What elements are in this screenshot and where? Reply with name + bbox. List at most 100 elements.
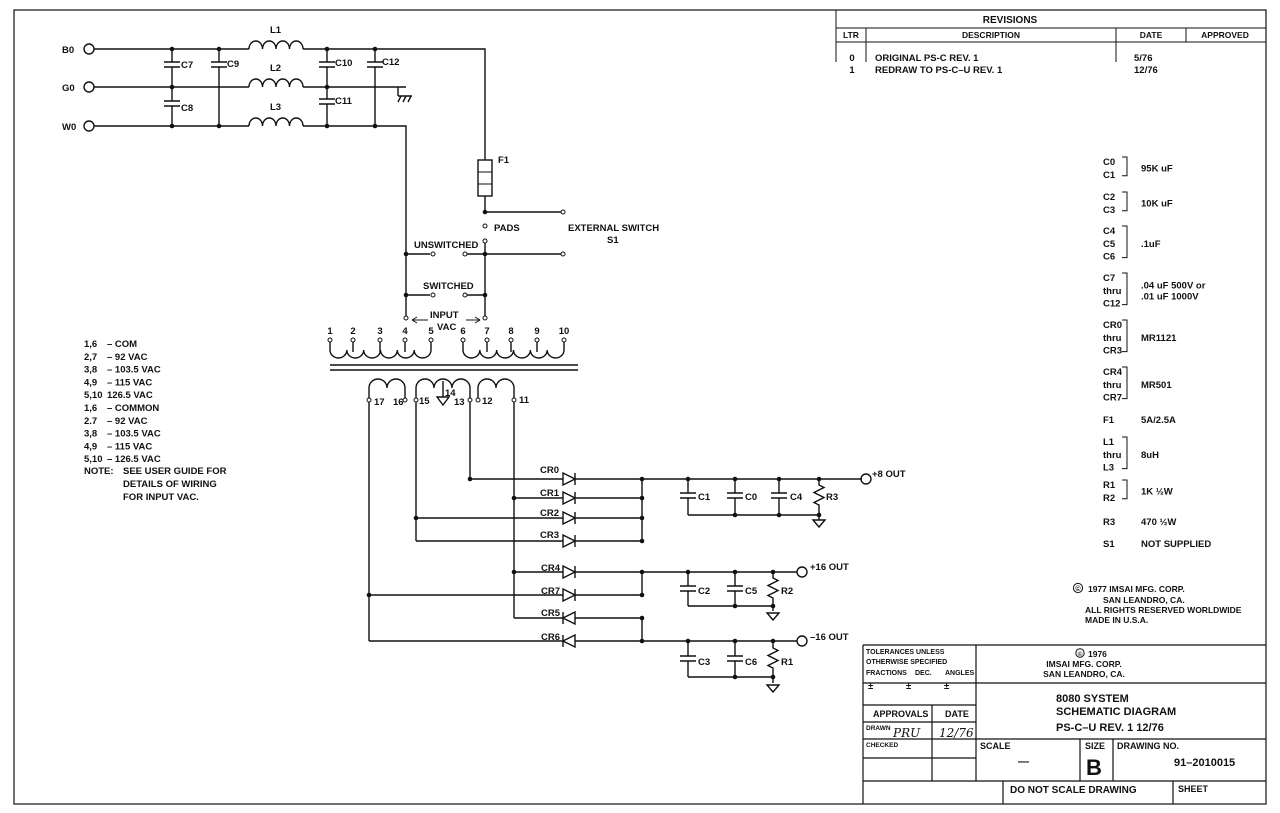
label-input: INPUT [430, 310, 459, 321]
revisions-table: REVISIONS LTR DESCRIPTION DATE APPROVED … [835, 10, 1266, 76]
wiring-note-pins: 4,9 [84, 377, 97, 388]
wiring-note-pins: 5,10 [84, 390, 103, 401]
angles-label: ANGLES [945, 670, 975, 677]
part-ref: C12 [1103, 299, 1120, 310]
wiring-note-value: – 92 VAC [107, 352, 148, 363]
diode-cr3 [562, 533, 577, 549]
wiring-notes: NOTE: SEE USER GUIDE FOR DETAILS OF WIRI… [84, 339, 227, 503]
drawing-border [13, 9, 1267, 805]
label-g0: G0 [62, 83, 75, 94]
label-l3: L3 [270, 102, 281, 113]
part-value: .04 uF 500V or [1141, 280, 1206, 291]
label-vac: VAC [437, 322, 456, 333]
label-cr1: CR1 [540, 488, 560, 499]
label-c5: C5 [745, 586, 758, 597]
wiring-note-line: FOR INPUT VAC. [123, 492, 199, 503]
wiring-note-value: – 126.5 VAC [107, 454, 161, 465]
label-pin-14: 14 [445, 388, 456, 399]
part-bracket [1122, 479, 1128, 500]
label-c8: C8 [181, 103, 193, 114]
scale-value: — [1018, 756, 1029, 768]
label-c6: C6 [745, 657, 757, 668]
copyright-line: ALL RIGHTS RESERVED WORLDWIDE [1085, 605, 1242, 615]
copyright-line: 1977 IMSAI MFG. CORP. [1088, 584, 1185, 594]
inductor-l3 [248, 117, 304, 127]
wiring-note-value: – COM [107, 339, 137, 350]
part-ref: thru [1103, 286, 1122, 297]
label-cr4: CR4 [541, 563, 561, 574]
part-ref: S1 [1103, 539, 1115, 550]
label-f1: F1 [498, 155, 510, 166]
copyright-icon [1072, 582, 1084, 594]
part-value: 470 ½W [1141, 517, 1176, 528]
label-c3: C3 [698, 657, 710, 668]
wiring-note-pins: 1,6 [84, 403, 97, 414]
wiring-note-line: SEE USER GUIDE FOR [123, 466, 227, 477]
primary-pin-label: 3 [377, 326, 382, 337]
wiring-note-pins: 4,9 [84, 441, 97, 452]
part-ref: CR4 [1103, 367, 1123, 378]
resistor-r3 [812, 479, 826, 515]
label-c1: C1 [698, 492, 711, 503]
secondary-winding-15-13 [415, 378, 471, 398]
part-ref: C0 [1103, 157, 1115, 168]
drawing-no: 91–2010015 [1174, 757, 1235, 769]
revisions-header-ltr: LTR [843, 30, 859, 40]
primary-pin-label: 7 [484, 326, 489, 337]
primary-winding-right [462, 342, 565, 359]
terminal-minus16-out [796, 635, 808, 647]
label-c7: C7 [181, 60, 193, 71]
wiring-note-label: NOTE: [84, 466, 114, 477]
label-w0: W0 [62, 122, 76, 133]
fuse-f1 [477, 159, 493, 197]
dec-label: DEC. [915, 670, 932, 677]
plus-minus: ± [868, 681, 873, 692]
label-r2: R2 [781, 586, 793, 597]
label-pin-11: 11 [519, 395, 530, 406]
revisions-title: REVISIONS [983, 15, 1038, 26]
terminal-plus8-out [860, 473, 872, 485]
drawing-no-label: DRAWING NO. [1117, 741, 1179, 751]
part-ref: R3 [1103, 517, 1115, 528]
label-cr7: CR7 [541, 586, 560, 597]
primary-pin-label: 2 [350, 326, 355, 337]
part-ref: L3 [1103, 463, 1114, 474]
drawing-title: 8080 SYSTEM [1056, 693, 1129, 705]
center-tap-ground-icon [435, 396, 451, 407]
ground-icon [765, 612, 781, 622]
part-bracket [1122, 191, 1128, 212]
ground-icon [765, 684, 781, 694]
diode-cr2 [562, 510, 577, 526]
rectifier-section: CR0 CR1 CR2 CR3 C1 C0 C4 R3 +8 OUT CR4 C… [366, 402, 906, 694]
part-value: 10K uF [1141, 198, 1173, 209]
revision-row-date: 12/76 [1134, 65, 1158, 76]
label-minus16-out: –16 OUT [810, 632, 849, 643]
diode-cr7 [562, 587, 577, 603]
part-ref: C7 [1103, 273, 1115, 284]
wiring-note-pins: 1,6 [84, 339, 97, 350]
drawn-date: 12/76 [939, 726, 974, 740]
primary-pin-label: 10 [559, 326, 570, 337]
size-label: SIZE [1085, 741, 1105, 751]
drawing-title: PS-C–U REV. 1 12/76 [1056, 722, 1164, 734]
fuse-and-switch: F1 PADS EXTERNAL SWITCH S1 UNSWITCHED SW… [403, 155, 659, 333]
company-line: IMSAI MFG. CORP. [1046, 659, 1121, 669]
part-ref: C2 [1103, 192, 1115, 203]
revisions-header-approved: APPROVED [1201, 30, 1249, 40]
part-value: .1uF [1141, 239, 1161, 250]
part-bracket [1122, 436, 1128, 470]
part-ref: R2 [1103, 493, 1115, 504]
revision-row-ltr: 0 [849, 53, 854, 64]
wiring-note-pins: 2.7 [84, 416, 97, 427]
label-l2: L2 [270, 63, 281, 74]
part-ref: C5 [1103, 239, 1116, 250]
copyright-icon [1075, 648, 1085, 658]
label-r1: R1 [781, 657, 794, 668]
do-not-scale: DO NOT SCALE DRAWING [1010, 785, 1137, 796]
label-c12: C12 [382, 57, 399, 68]
label-c11: C11 [335, 96, 353, 107]
scale-label: SCALE [980, 741, 1011, 751]
terminal-w0 [83, 120, 95, 132]
primary-pin-label: 4 [402, 326, 408, 337]
